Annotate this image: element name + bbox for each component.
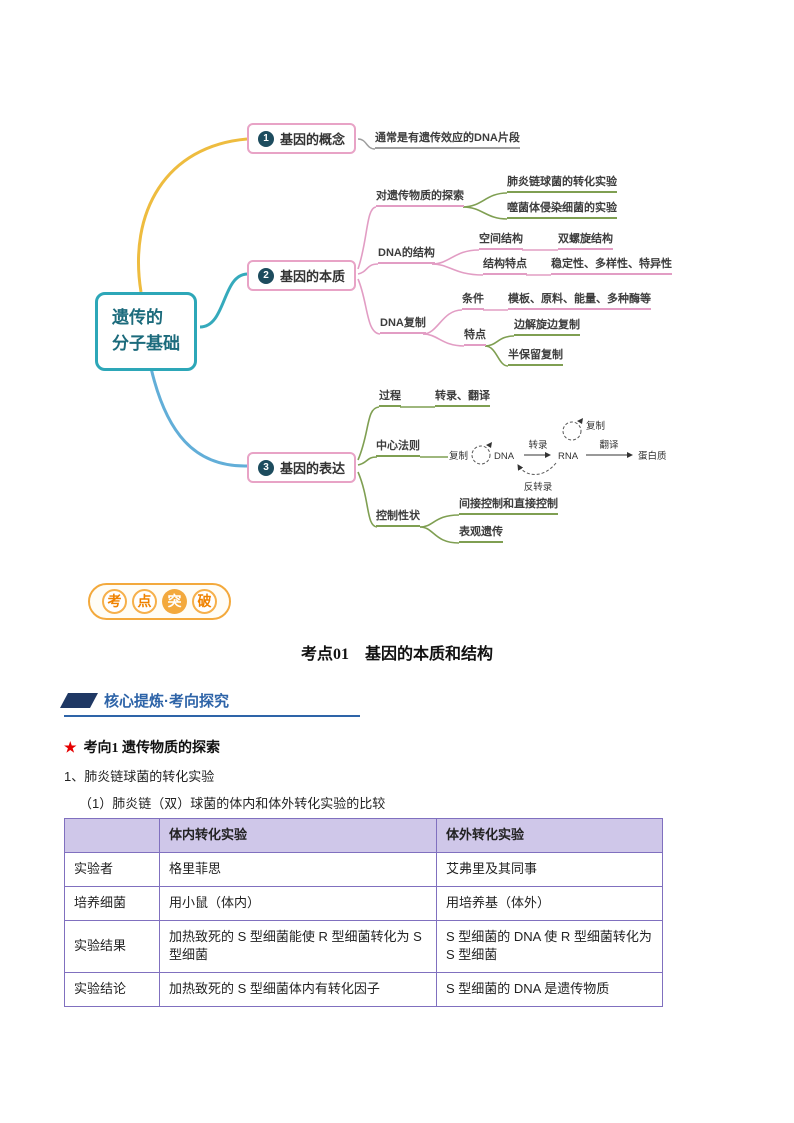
table-cell: 加热致死的 S 型细菌体内有转化因子	[159, 972, 437, 1008]
node-label-characteristics: 特点	[464, 329, 486, 346]
table-header-cell-blank	[64, 818, 160, 853]
node-label-transcription-translation: 转录、翻译	[435, 390, 490, 407]
dogma-rna-label: RNA	[558, 451, 579, 462]
table-header-cell-invivo: 体内转化实验	[159, 818, 437, 853]
node-label-indirect-direct-control: 间接控制和直接控制	[459, 498, 558, 515]
node-label-conditions: 条件	[462, 293, 484, 310]
table-row: 实验结论 加热致死的 S 型细菌体内有转化因子 S 型细菌的 DNA 是遗传物质	[64, 972, 663, 1008]
branch-node-gene-essence: 2 基因的本质	[247, 260, 357, 291]
node-label-dna-structure: DNA的结构	[378, 247, 435, 264]
node-label-structure-features: 结构特点	[483, 258, 527, 275]
table-cell: 用培养基（体外）	[436, 885, 663, 921]
badge-char: 破	[192, 589, 217, 614]
node-label-pneumococcus-experiment: 肺炎链球菌的转化实验	[507, 176, 617, 193]
section-heading-text: 核心提炼·考向探究	[104, 693, 229, 710]
node-label-phage-experiment: 噬菌体侵染细菌的实验	[507, 202, 617, 219]
node-label-epigenetics: 表观遗传	[459, 526, 503, 543]
root-line-2: 分子基础	[112, 334, 180, 354]
branch-label: 基因的本质	[280, 269, 346, 284]
replication-cycle-icon	[471, 445, 491, 465]
node-label-gene-definition: 通常是有遗传效应的DNA片段	[375, 132, 520, 149]
dogma-replicate-left-label: 复制	[449, 450, 468, 462]
dogma-protein-label: 蛋白质	[638, 450, 667, 462]
paragraph-transformation-experiment: 1、肺炎链球菌的转化实验	[64, 769, 215, 784]
mindmap: 复制 DNA 转录 RNA 复制 翻译 蛋白质 反转录 遗传的 分子基础 1 基…	[95, 123, 672, 544]
table-cell: 实验结果	[64, 919, 160, 974]
section-heading: 核心提炼·考向探究	[60, 690, 360, 717]
table-header-row: 体内转化实验 体外转化实验	[64, 818, 663, 853]
branch-node-gene-expression: 3 基因的表达	[247, 452, 357, 483]
table-row: 实验者 格里菲思 艾弗里及其同事	[64, 851, 663, 887]
topic-heading: 考点01 基因的本质和结构	[300, 646, 493, 663]
table-row: 实验结果 加热致死的 S 型细菌能使 R 型细菌转化为 S 型细菌 S 型细菌的…	[64, 919, 663, 974]
direction-heading-text: 考向1 遗传物质的探索	[83, 741, 221, 756]
node-label-process: 过程	[379, 390, 401, 407]
flag-icon	[60, 693, 98, 708]
node-label-unwinding-replication: 边解旋边复制	[514, 319, 580, 336]
node-label-stability-diversity-specificity: 稳定性、多样性、特异性	[551, 258, 672, 275]
table-cell: 培养细菌	[64, 885, 160, 921]
kaodian-breakthrough-badge: 考 点 突 破	[88, 583, 231, 620]
mindmap-connectors: 复制 DNA 转录 RNA 复制 翻译 蛋白质 反转录	[137, 137, 667, 544]
table-cell: 实验结论	[64, 972, 160, 1008]
node-label-explore-genetic-material: 对遗传物质的探索	[376, 190, 464, 207]
table-header-cell-invitro: 体外转化实验	[436, 818, 663, 853]
root-line-1: 遗传的	[112, 308, 163, 327]
badge-char: 点	[132, 589, 157, 614]
paragraph-comparison-intro: （1）肺炎链（双）球菌的体内和体外转化实验的比较	[79, 796, 386, 811]
node-label-conditions-value: 模板、原料、能量、多种酶等	[508, 293, 651, 310]
direction-heading: ★ 考向1 遗传物质的探索	[64, 737, 220, 757]
table-cell: 艾弗里及其同事	[436, 851, 663, 887]
node-label-semiconservative: 半保留复制	[508, 349, 563, 366]
branch-label: 基因的概念	[280, 132, 346, 147]
dogma-reverse-label: 反转录	[524, 481, 553, 493]
node-label-trait-control: 控制性状	[376, 510, 420, 527]
branch-label: 基因的表达	[280, 461, 346, 476]
dogma-dna-label: DNA	[494, 451, 515, 462]
mindmap-root-node: 遗传的 分子基础	[95, 292, 197, 371]
comparison-table: 体内转化实验 体外转化实验 实验者 格里菲思 艾弗里及其同事 培养细菌 用小鼠（…	[64, 818, 663, 1008]
table-cell: 格里菲思	[159, 851, 437, 887]
replication-cycle-top-icon	[562, 421, 582, 441]
node-label-double-helix: 双螺旋结构	[558, 233, 613, 250]
branch-number-badge: 3	[258, 459, 274, 476]
table-cell: 实验者	[64, 851, 160, 887]
dogma-transcription-label: 转录	[528, 439, 548, 451]
node-label-central-dogma: 中心法则	[376, 440, 420, 457]
dogma-replicate-top-label: 复制	[586, 420, 605, 432]
branch-number-badge: 1	[258, 130, 274, 147]
star-icon: ★	[64, 739, 77, 755]
node-label-spatial-structure: 空间结构	[479, 233, 523, 250]
branch-number-badge: 2	[258, 267, 274, 284]
table-cell: 加热致死的 S 型细菌能使 R 型细菌转化为 S 型细菌	[159, 919, 437, 974]
table-cell: 用小鼠（体内）	[159, 885, 437, 921]
node-label-dna-replication: DNA复制	[380, 317, 426, 334]
table-cell: S 型细菌的 DNA 使 R 型细菌转化为 S 型细菌	[436, 919, 663, 974]
branch-node-gene-concept: 1 基因的概念	[247, 123, 357, 154]
badge-char: 突	[162, 589, 187, 614]
dogma-translation-label: 翻译	[599, 440, 619, 451]
table-row: 培养细菌 用小鼠（体内） 用培养基（体外）	[64, 885, 663, 921]
badge-char: 考	[102, 589, 127, 614]
table-cell: S 型细菌的 DNA 是遗传物质	[436, 972, 663, 1008]
